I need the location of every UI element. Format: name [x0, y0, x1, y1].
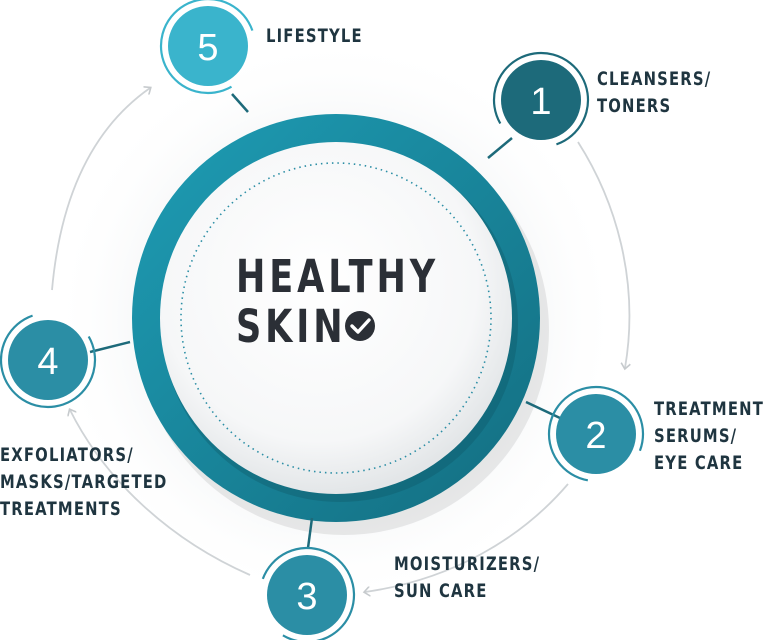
step-5-number: 5	[197, 27, 218, 69]
step-5-badge: 5	[159, 0, 257, 95]
step-2-label: TREATMENT SERUMS/ EYE CARE	[654, 398, 764, 474]
inner-dotted-border	[180, 162, 492, 474]
center-title-line2: SKIN	[236, 300, 347, 353]
connector-5	[231, 93, 249, 113]
step-1-number: 1	[530, 81, 551, 123]
check-circle-icon	[345, 311, 375, 341]
center-title: HEALTHY SKIN	[236, 250, 440, 353]
connector-2	[525, 400, 561, 420]
center-title-line1: HEALTHY	[236, 250, 440, 303]
step-1-label: CLEANSERS/ TONERS	[597, 68, 712, 117]
arrow-1-to-2	[577, 141, 629, 368]
connector-1	[487, 137, 513, 159]
step-3-badge: 3	[258, 546, 356, 640]
step-4-label: EXFOLIATORS/ MASKS/TARGETED TREATMENTS	[0, 444, 168, 520]
arrow-4-to-5	[51, 88, 150, 291]
step-5-label: LIFESTYLE	[266, 25, 363, 47]
step-4-number: 4	[37, 341, 58, 383]
step-3-number: 3	[296, 576, 317, 618]
arrow-3-to-4	[70, 410, 251, 576]
step-4-badge: 4	[0, 311, 97, 409]
arrow-2-to-3	[365, 483, 569, 592]
connector-4	[89, 340, 131, 354]
connector-3	[306, 517, 314, 549]
step-2-number: 2	[585, 415, 606, 457]
inner-disc	[160, 142, 512, 494]
step-3-label: MOISTURIZERS/ SUN CARE	[394, 553, 541, 602]
step-1-badge: 1	[492, 51, 590, 149]
